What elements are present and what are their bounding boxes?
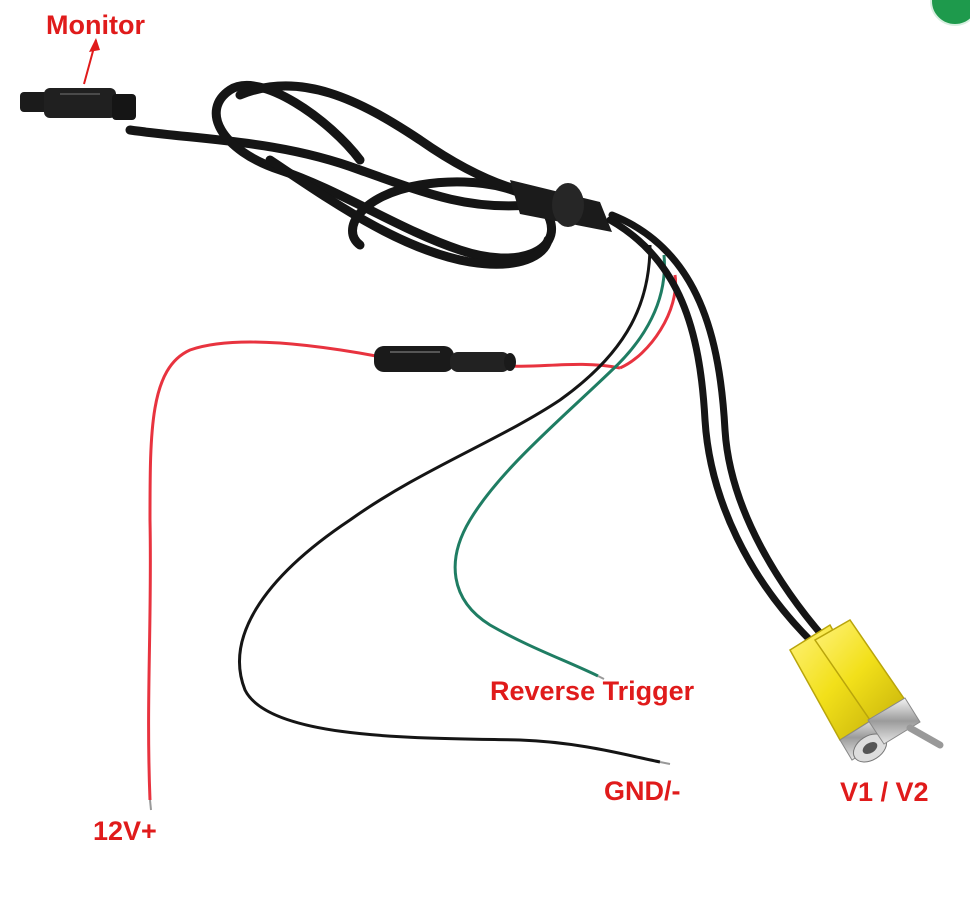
green-trigger-wire	[453, 254, 666, 678]
wire-tips	[149, 675, 671, 811]
ground-label: GND/-	[604, 776, 681, 806]
fuse-holder	[374, 346, 516, 372]
power-label: 12V+	[93, 816, 157, 846]
main-cable	[125, 80, 556, 269]
reverse-trigger-label: Reverse Trigger	[490, 676, 695, 706]
rca-connector-v2	[813, 619, 944, 749]
rca-connector-v1	[788, 623, 893, 763]
monitor-plug	[20, 88, 136, 120]
black-ground-wire	[238, 244, 661, 764]
monitor-label: Monitor	[46, 10, 145, 40]
video-output-label: V1 / V2	[840, 777, 929, 807]
splitter-molding	[510, 180, 612, 232]
monitor-arrow	[83, 38, 100, 85]
video-cables	[606, 211, 839, 654]
